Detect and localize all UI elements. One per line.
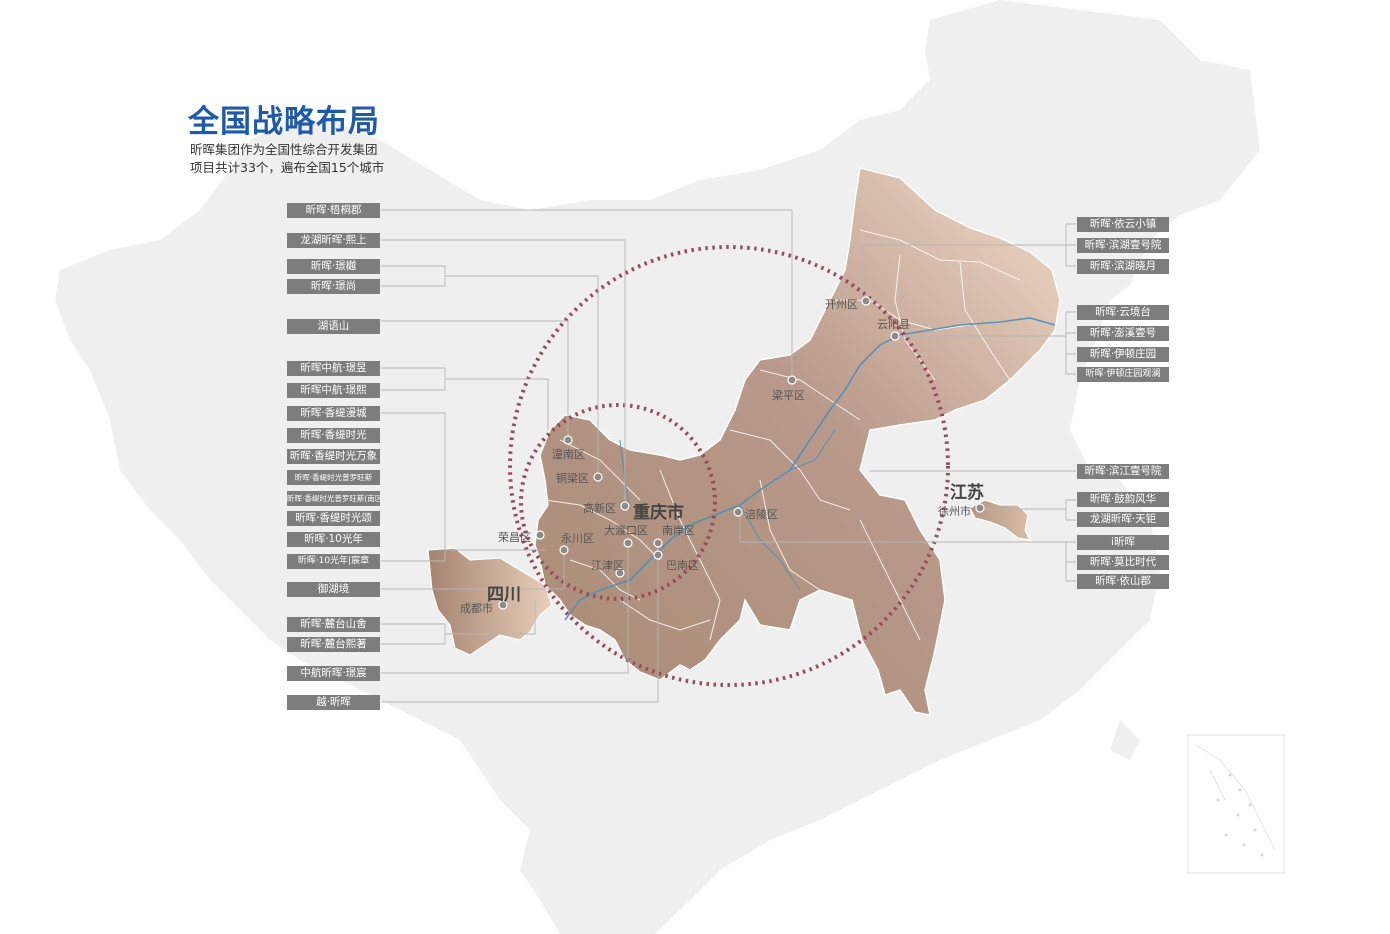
project-tag[interactable]: 昕晖·滨湖晓月 <box>1077 259 1169 274</box>
project-tag[interactable]: 御湖境 <box>287 582 380 597</box>
project-tag[interactable]: 昕晖·香缇时光颂 <box>287 511 380 526</box>
label-kaizhou: 开州区 <box>825 298 858 311</box>
label-chongqing: 重庆市 <box>633 503 684 523</box>
label-jiangjin: 江津区 <box>591 559 624 572</box>
page-title: 全国战略布局 <box>188 104 380 140</box>
project-tag[interactable]: 昕晖·麓台山舍 <box>287 617 380 632</box>
label-fuling: 涪陵区 <box>745 508 778 521</box>
project-tag[interactable]: 昕晖·梧桐郡 <box>287 203 380 218</box>
project-tag[interactable]: 昕晖·香缇时光普罗旺斯 <box>287 470 380 485</box>
project-tag[interactable]: 中航昕晖·璟宸 <box>287 666 380 681</box>
project-tag[interactable]: 龙湖昕晖·天钜 <box>1077 512 1169 527</box>
project-tag[interactable]: 昕晖·澎溪壹号 <box>1077 326 1169 341</box>
project-tag[interactable]: 昕晖·璟樾 <box>287 259 380 274</box>
project-tag[interactable]: 昕晖·香缇漫城 <box>287 406 380 421</box>
project-tag[interactable]: 昕晖·云境台 <box>1077 305 1169 320</box>
project-tag[interactable]: 昕晖·10光年 <box>287 532 380 547</box>
label-tongliang: 铜梁区 <box>556 472 589 485</box>
project-tag[interactable]: 昕晖·10光年|宸章 <box>287 554 380 569</box>
project-tag[interactable]: 昕晖中航·璟昱 <box>287 361 380 376</box>
project-tag[interactable]: 昕晖·麓台熙著 <box>287 637 380 652</box>
location-pins <box>498 296 985 610</box>
project-tag[interactable]: 湖语山 <box>287 319 380 334</box>
page-subtitle: 昕晖集团作为全国性综合开发集团 项目共计33个，遍布全国15个城市 <box>190 141 384 177</box>
label-jiangsu: 江苏 <box>950 483 984 503</box>
label-liangping: 梁平区 <box>772 389 805 402</box>
label-chengdu: 成都市 <box>460 602 493 615</box>
project-tag[interactable]: 昕晖·香缇时光 <box>287 428 380 443</box>
subtitle-line-2: 项目共计33个，遍布全国15个城市 <box>190 160 385 175</box>
subtitle-line-1: 昕晖集团作为全国性综合开发集团 <box>190 142 378 157</box>
label-dadukou: 大渡口区 <box>604 524 648 537</box>
left-leader-lines <box>381 209 793 703</box>
project-tag[interactable]: 昕晖·伊顿庄园观澜 <box>1077 367 1169 382</box>
chongqing-region[interactable] <box>534 167 1061 716</box>
yangtze-river <box>564 317 1056 621</box>
project-tag[interactable]: 昕晖·滨湖壹号院 <box>1077 238 1169 253</box>
project-tag[interactable]: 昕晖·香缇时光普罗旺斯(南区) <box>287 491 380 506</box>
sichuan-region[interactable] <box>427 547 553 656</box>
project-tag[interactable]: 昕晖中航·璟熙 <box>287 383 380 398</box>
project-tag[interactable]: 越·昕晖 <box>287 695 380 710</box>
project-tag[interactable]: 昕晖·鼓韵风华 <box>1077 492 1169 507</box>
project-tag[interactable]: 昕晖·依山郡 <box>1077 574 1169 589</box>
label-banan: 巴南区 <box>666 559 699 572</box>
label-nanan: 南岸区 <box>662 524 695 537</box>
label-sichuan: 四川 <box>487 585 521 605</box>
label-yunyang: 云阳县 <box>877 318 910 331</box>
label-yongchuan: 永川区 <box>561 532 594 545</box>
label-gaoxin: 高新区 <box>583 502 616 515</box>
outer-coverage-ring <box>508 245 950 687</box>
jiangsu-region[interactable] <box>969 499 1032 541</box>
project-tag[interactable]: i昕晖 <box>1077 535 1169 550</box>
project-tag[interactable]: 昕晖·香缇时光万象 <box>287 449 380 464</box>
project-tag[interactable]: 昕晖·璟尚 <box>287 279 380 294</box>
right-leader-lines <box>739 223 1076 582</box>
inner-coverage-ring <box>519 403 717 601</box>
project-tag[interactable]: 昕晖·依云小镇 <box>1077 217 1169 232</box>
project-tag[interactable]: 昕晖·莫比时代 <box>1077 555 1169 570</box>
project-tag[interactable]: 龙湖昕晖·熙上 <box>287 233 380 248</box>
south-china-sea-inset <box>1187 734 1285 874</box>
project-tag[interactable]: 昕晖·滨江壹号院 <box>1077 464 1169 479</box>
project-tag[interactable]: 昕晖·伊顿庄园 <box>1077 347 1169 362</box>
label-xuzhou: 徐州市 <box>938 505 971 518</box>
label-rongchang: 荣昌区 <box>498 531 531 544</box>
label-tongnan: 潼南区 <box>552 448 585 461</box>
